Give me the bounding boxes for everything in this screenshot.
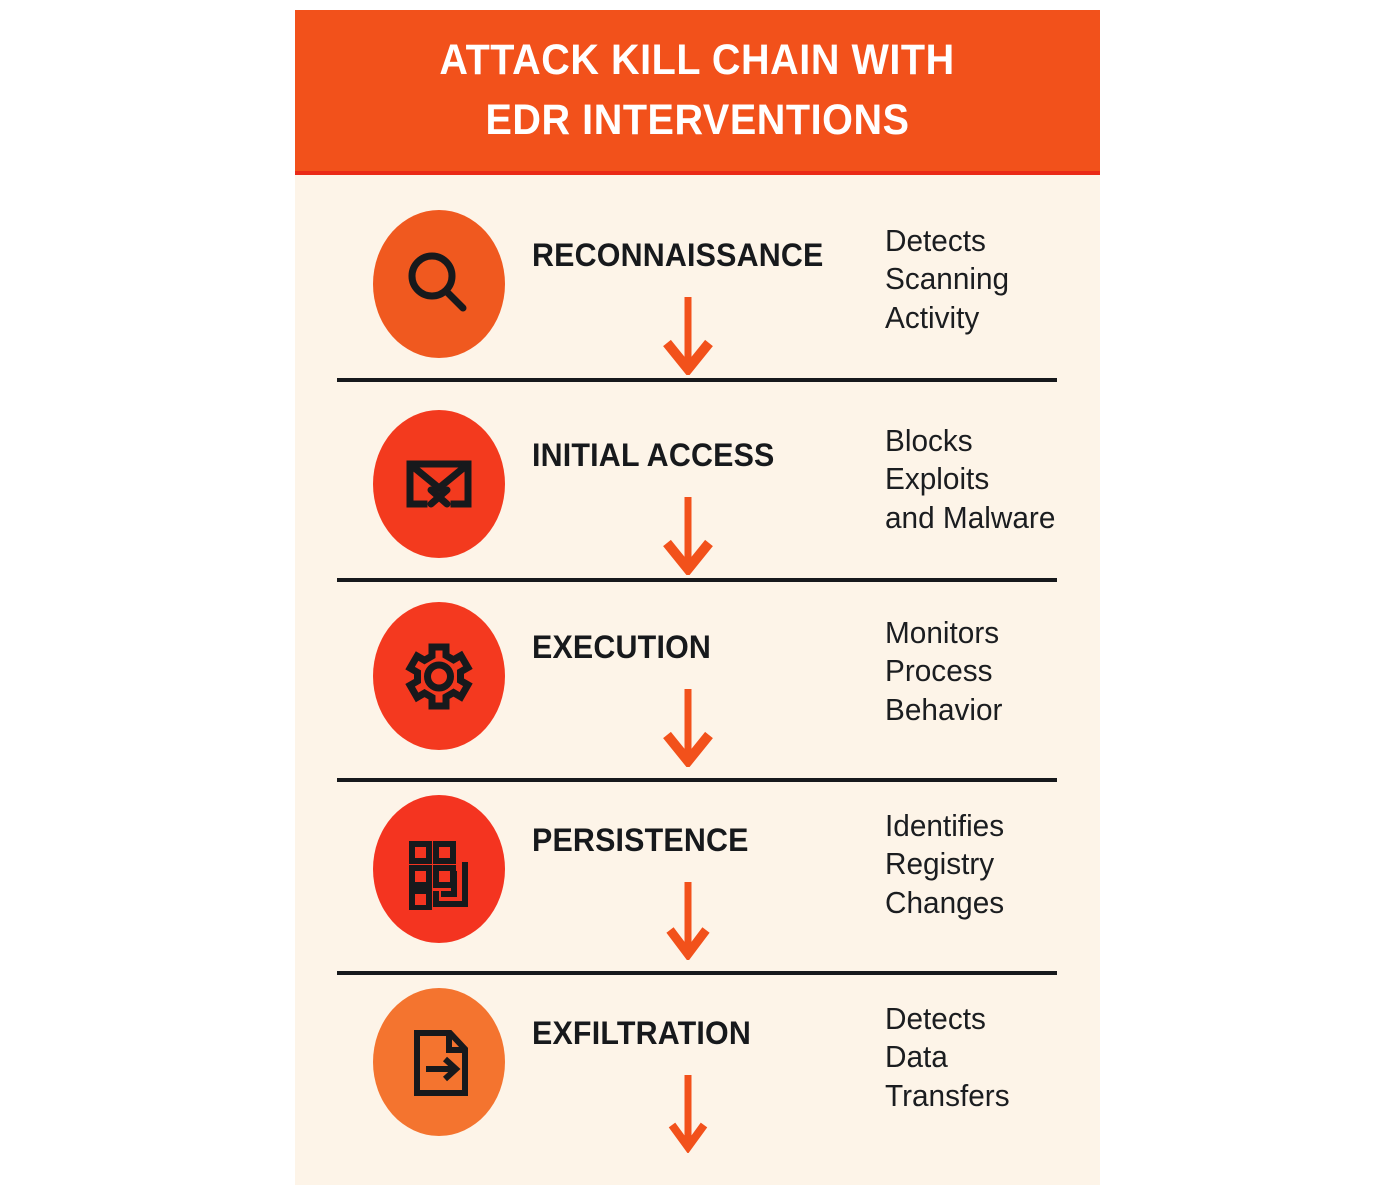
- flow-arrow-down-icon: [650, 497, 726, 577]
- stage-row-persistence: PERSISTENCE Identifies Registry Changes: [295, 775, 1100, 975]
- stage-row-execution: EXECUTION Monitors Process Behavior: [295, 582, 1100, 782]
- row-divider: [337, 971, 1057, 975]
- magnifier-icon: [399, 244, 479, 324]
- stage-description-line: Exploits: [885, 461, 990, 497]
- stage-row-exfiltration: EXFILTRATION Detects Data Transfers: [295, 968, 1100, 1158]
- stage-description-line: Blocks: [885, 423, 973, 458]
- file-arrow-out-icon: [398, 1021, 480, 1103]
- stage-description-line: Process: [885, 653, 993, 689]
- flow-arrow-down-icon: [650, 689, 726, 769]
- stage-description: Identifies Registry Changes: [885, 807, 1091, 922]
- stage-icon-badge: [373, 210, 505, 358]
- stage-label: RECONNAISSANCE: [532, 237, 824, 273]
- stage-label: EXECUTION: [532, 629, 712, 665]
- stage-description-line: Behavior: [885, 691, 1003, 727]
- row-divider: [337, 378, 1057, 382]
- stage-description: Detects Scanning Activity: [885, 222, 1091, 337]
- stage-label: INITIAL ACCESS: [532, 437, 775, 473]
- stage-description: Detects Data Transfers: [885, 1000, 1091, 1115]
- stage-description-line: Scanning: [885, 261, 1010, 297]
- stage-description-line: Changes: [885, 884, 1005, 920]
- flow-arrow-down-icon: [650, 1075, 726, 1154]
- poster-title-line-2: EDR INTERVENTIONS: [485, 95, 910, 144]
- stage-icon-badge: [373, 410, 505, 558]
- gear-icon: [398, 635, 480, 717]
- stage-icon-badge: [373, 602, 505, 750]
- stage-description-line: Detects: [885, 1001, 986, 1036]
- stage-icon-badge: [373, 988, 505, 1136]
- stage-description: Blocks Exploits and Malware: [885, 422, 1091, 537]
- stage-description-line: Identifies: [885, 808, 1005, 843]
- stage-description-line: Transfers: [885, 1077, 1010, 1113]
- stage-description: Monitors Process Behavior: [885, 614, 1091, 729]
- poster-title-line-1: ATTACK KILL CHAIN WITH: [439, 36, 956, 85]
- stage-icon-badge: [373, 795, 505, 943]
- registry-grid-icon: [398, 828, 480, 910]
- stage-label: PERSISTENCE: [532, 822, 749, 858]
- stage-description-line: Data: [885, 1039, 948, 1075]
- row-divider: [337, 578, 1057, 582]
- flow-arrow-down-icon: [650, 297, 726, 377]
- infographic-poster: ATTACK KILL CHAIN WITH EDR INTERVENTIONS…: [295, 10, 1100, 1185]
- row-divider: [337, 778, 1057, 782]
- stage-label: EXFILTRATION: [532, 1015, 752, 1051]
- stage-description-line: Detects: [885, 223, 986, 258]
- stage-description-line: Activity: [885, 299, 980, 335]
- stage-row-initial-access: INITIAL ACCESS Blocks Exploits and Malwa…: [295, 390, 1100, 582]
- flow-arrow-down-icon: [650, 882, 726, 962]
- stage-description-line: Registry: [885, 846, 995, 882]
- stage-description-line: and Malware: [885, 499, 1056, 535]
- envelope-x-icon: [398, 443, 480, 525]
- poster-header: ATTACK KILL CHAIN WITH EDR INTERVENTIONS: [295, 10, 1100, 175]
- stage-row-reconnaissance: RECONNAISSANCE Detects Scanning Activity: [295, 190, 1100, 382]
- stage-description-line: Monitors: [885, 615, 1000, 650]
